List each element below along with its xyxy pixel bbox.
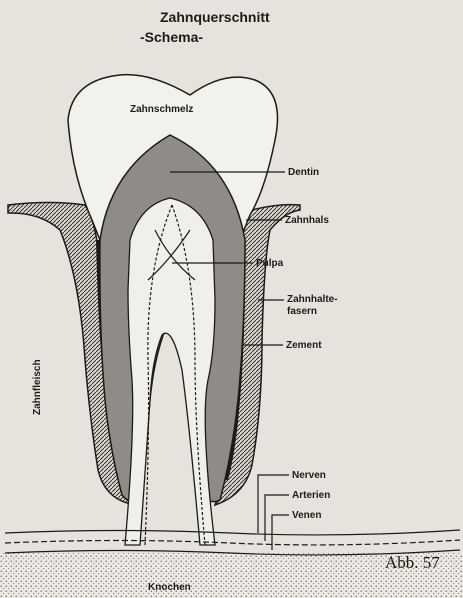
label-nerves: Nerven bbox=[292, 470, 326, 481]
pulp-chamber bbox=[125, 198, 215, 545]
label-bone: Knochen bbox=[148, 582, 191, 593]
label-neck: Zahnhals bbox=[285, 215, 329, 226]
ground-line-1 bbox=[5, 530, 460, 535]
label-veins: Venen bbox=[292, 510, 321, 521]
diagram-title: Zahnquerschnitt bbox=[160, 9, 270, 25]
diagram-subtitle: -Schema- bbox=[140, 29, 203, 45]
leader-nerves bbox=[258, 475, 289, 533]
label-gum: Zahnfleisch bbox=[32, 359, 43, 415]
label-arteries: Arterien bbox=[292, 490, 330, 501]
label-dentin: Dentin bbox=[288, 167, 319, 178]
label-cementum: Zement bbox=[286, 340, 322, 351]
label-pulp: Pulpa bbox=[256, 258, 284, 269]
label-enamel: Zahnschmelz bbox=[130, 104, 193, 115]
figure-number: Abb. 57 bbox=[385, 553, 440, 572]
ground-line-2 bbox=[5, 540, 460, 545]
label-periodontal-fibers-1: Zahnhalte- bbox=[287, 294, 338, 305]
label-periodontal-fibers-2: fasern bbox=[287, 306, 317, 317]
